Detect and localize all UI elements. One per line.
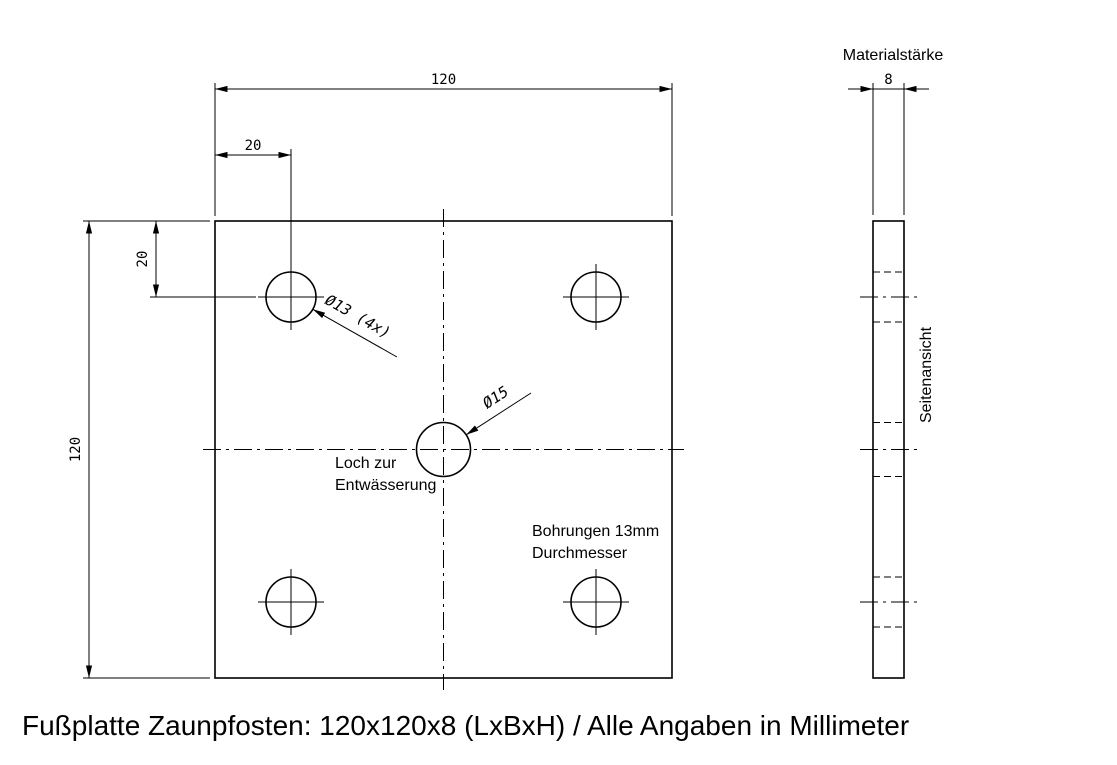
note-bores: Bohrungen 13mm Durchmesser [532, 523, 659, 562]
note-drainage: Loch zur Entwässerung [335, 455, 436, 494]
hole-bottom-right [563, 569, 629, 635]
hidden-hole-lines [873, 271, 904, 628]
note-drainage-line1: Loch zur [335, 455, 397, 472]
hole-bottom-left [258, 569, 324, 635]
dim-offset-y-label: 20 [135, 251, 151, 268]
hole-top-left [258, 264, 324, 330]
dim-height-label: 120 [68, 437, 84, 462]
dim-offset-x-label: 20 [245, 138, 262, 154]
note-bores-line2: Durchmesser [532, 545, 628, 562]
drawing-caption: Fußplatte Zaunpfosten: 120x120x8 (LxBxH)… [22, 710, 910, 741]
side-view-label: Seitenansicht [918, 326, 935, 423]
note-bores-line1: Bohrungen 13mm [532, 523, 659, 540]
side-view-centerlines [860, 296, 917, 603]
leader-drain-hole-diameter: Ø15 [465, 383, 532, 436]
front-view: 120 20 120 20 Ø13 (4x) Ø15 [68, 72, 684, 690]
dim-thickness-label: 8 [884, 72, 892, 88]
side-view: Materialstärke 8 Seitenansicht [843, 47, 944, 679]
bolt-holes [258, 264, 629, 635]
dim-offset-20-vertical: 20 [135, 221, 256, 298]
leader-bolt-hole-diameter: Ø13 (4x) [312, 291, 398, 358]
centerlines [203, 209, 684, 690]
note-drainage-line2: Entwässerung [335, 477, 436, 494]
dim-width-120: 120 [214, 72, 673, 216]
dim-height-120: 120 [68, 220, 210, 679]
dim-width-label: 120 [431, 72, 456, 88]
hole-top-right [563, 264, 629, 330]
dim-thickness-8: 8 [848, 72, 929, 215]
drain-hole [415, 421, 472, 478]
side-view-title: Materialstärke [843, 47, 944, 64]
dim-offset-20-horizontal: 20 [215, 138, 292, 266]
